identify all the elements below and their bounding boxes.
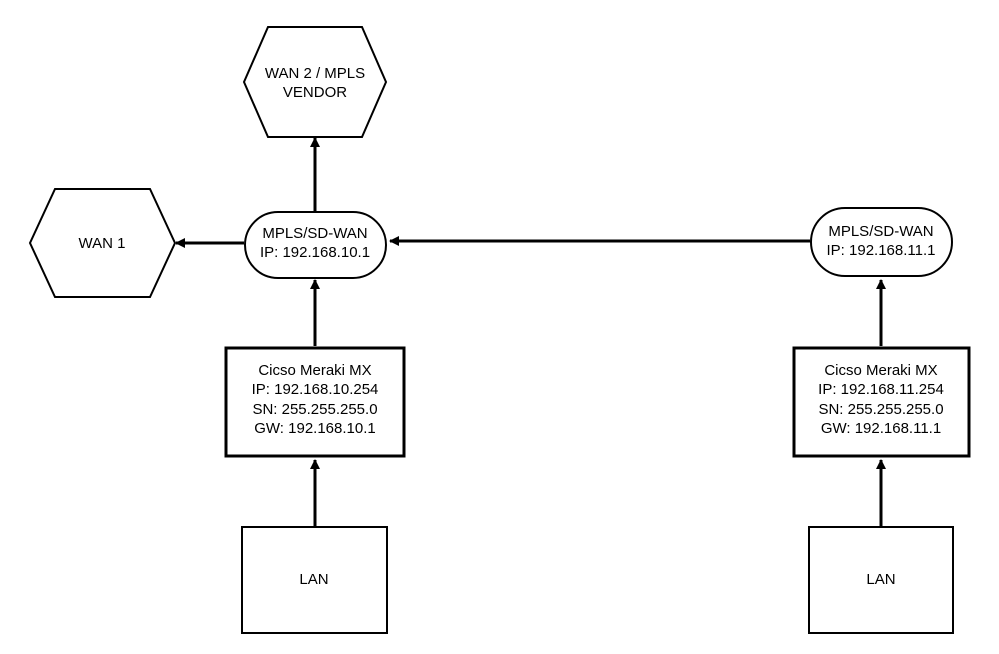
mx-right-label-line1: Cicso Meraki MX (824, 362, 937, 379)
mx-right-label-line2: IP: 192.168.11.254 (818, 381, 944, 398)
lan-left-label: LAN (299, 571, 328, 588)
mx-left-label-line2: IP: 192.168.10.254 (252, 381, 379, 398)
sdwan-router-right: MPLS/SD-WAN IP: 192.168.11.1 (810, 207, 953, 277)
mx-right-label-line4: GW: 192.168.11.1 (821, 420, 941, 437)
sdwan-right-label-line2: IP: 192.168.11.1 (827, 242, 936, 259)
sdwan-right-label-line1: MPLS/SD-WAN (828, 223, 933, 240)
lan-left: LAN (241, 526, 388, 634)
sdwan-router-left: MPLS/SD-WAN IP: 192.168.10.1 (244, 211, 387, 279)
wan2-label-line2: VENDOR (283, 84, 347, 101)
sdwan-left-label-line2: IP: 192.168.10.1 (260, 244, 370, 261)
meraki-mx-right: Cicso Meraki MX IP: 192.168.11.254 SN: 2… (792, 346, 971, 458)
sdwan-left-label-line1: MPLS/SD-WAN (262, 225, 367, 242)
lan-right: LAN (808, 526, 954, 634)
wan1-label: WAN 1 (79, 235, 126, 252)
mx-left-label-line3: SN: 255.255.255.0 (252, 401, 377, 418)
mx-right-label-line3: SN: 255.255.255.0 (818, 401, 943, 418)
lan-right-label: LAN (866, 571, 895, 588)
meraki-mx-left: Cicso Meraki MX IP: 192.168.10.254 SN: 2… (224, 346, 406, 458)
mx-left-label-line4: GW: 192.168.10.1 (254, 420, 375, 437)
wan2-label-line1: WAN 2 / MPLS (265, 65, 365, 82)
wan1-node: WAN 1 (28, 188, 177, 298)
mx-left-label-line1: Cicso Meraki MX (258, 362, 371, 379)
wan2-mpls-vendor-node: WAN 2 / MPLS VENDOR (242, 26, 388, 138)
